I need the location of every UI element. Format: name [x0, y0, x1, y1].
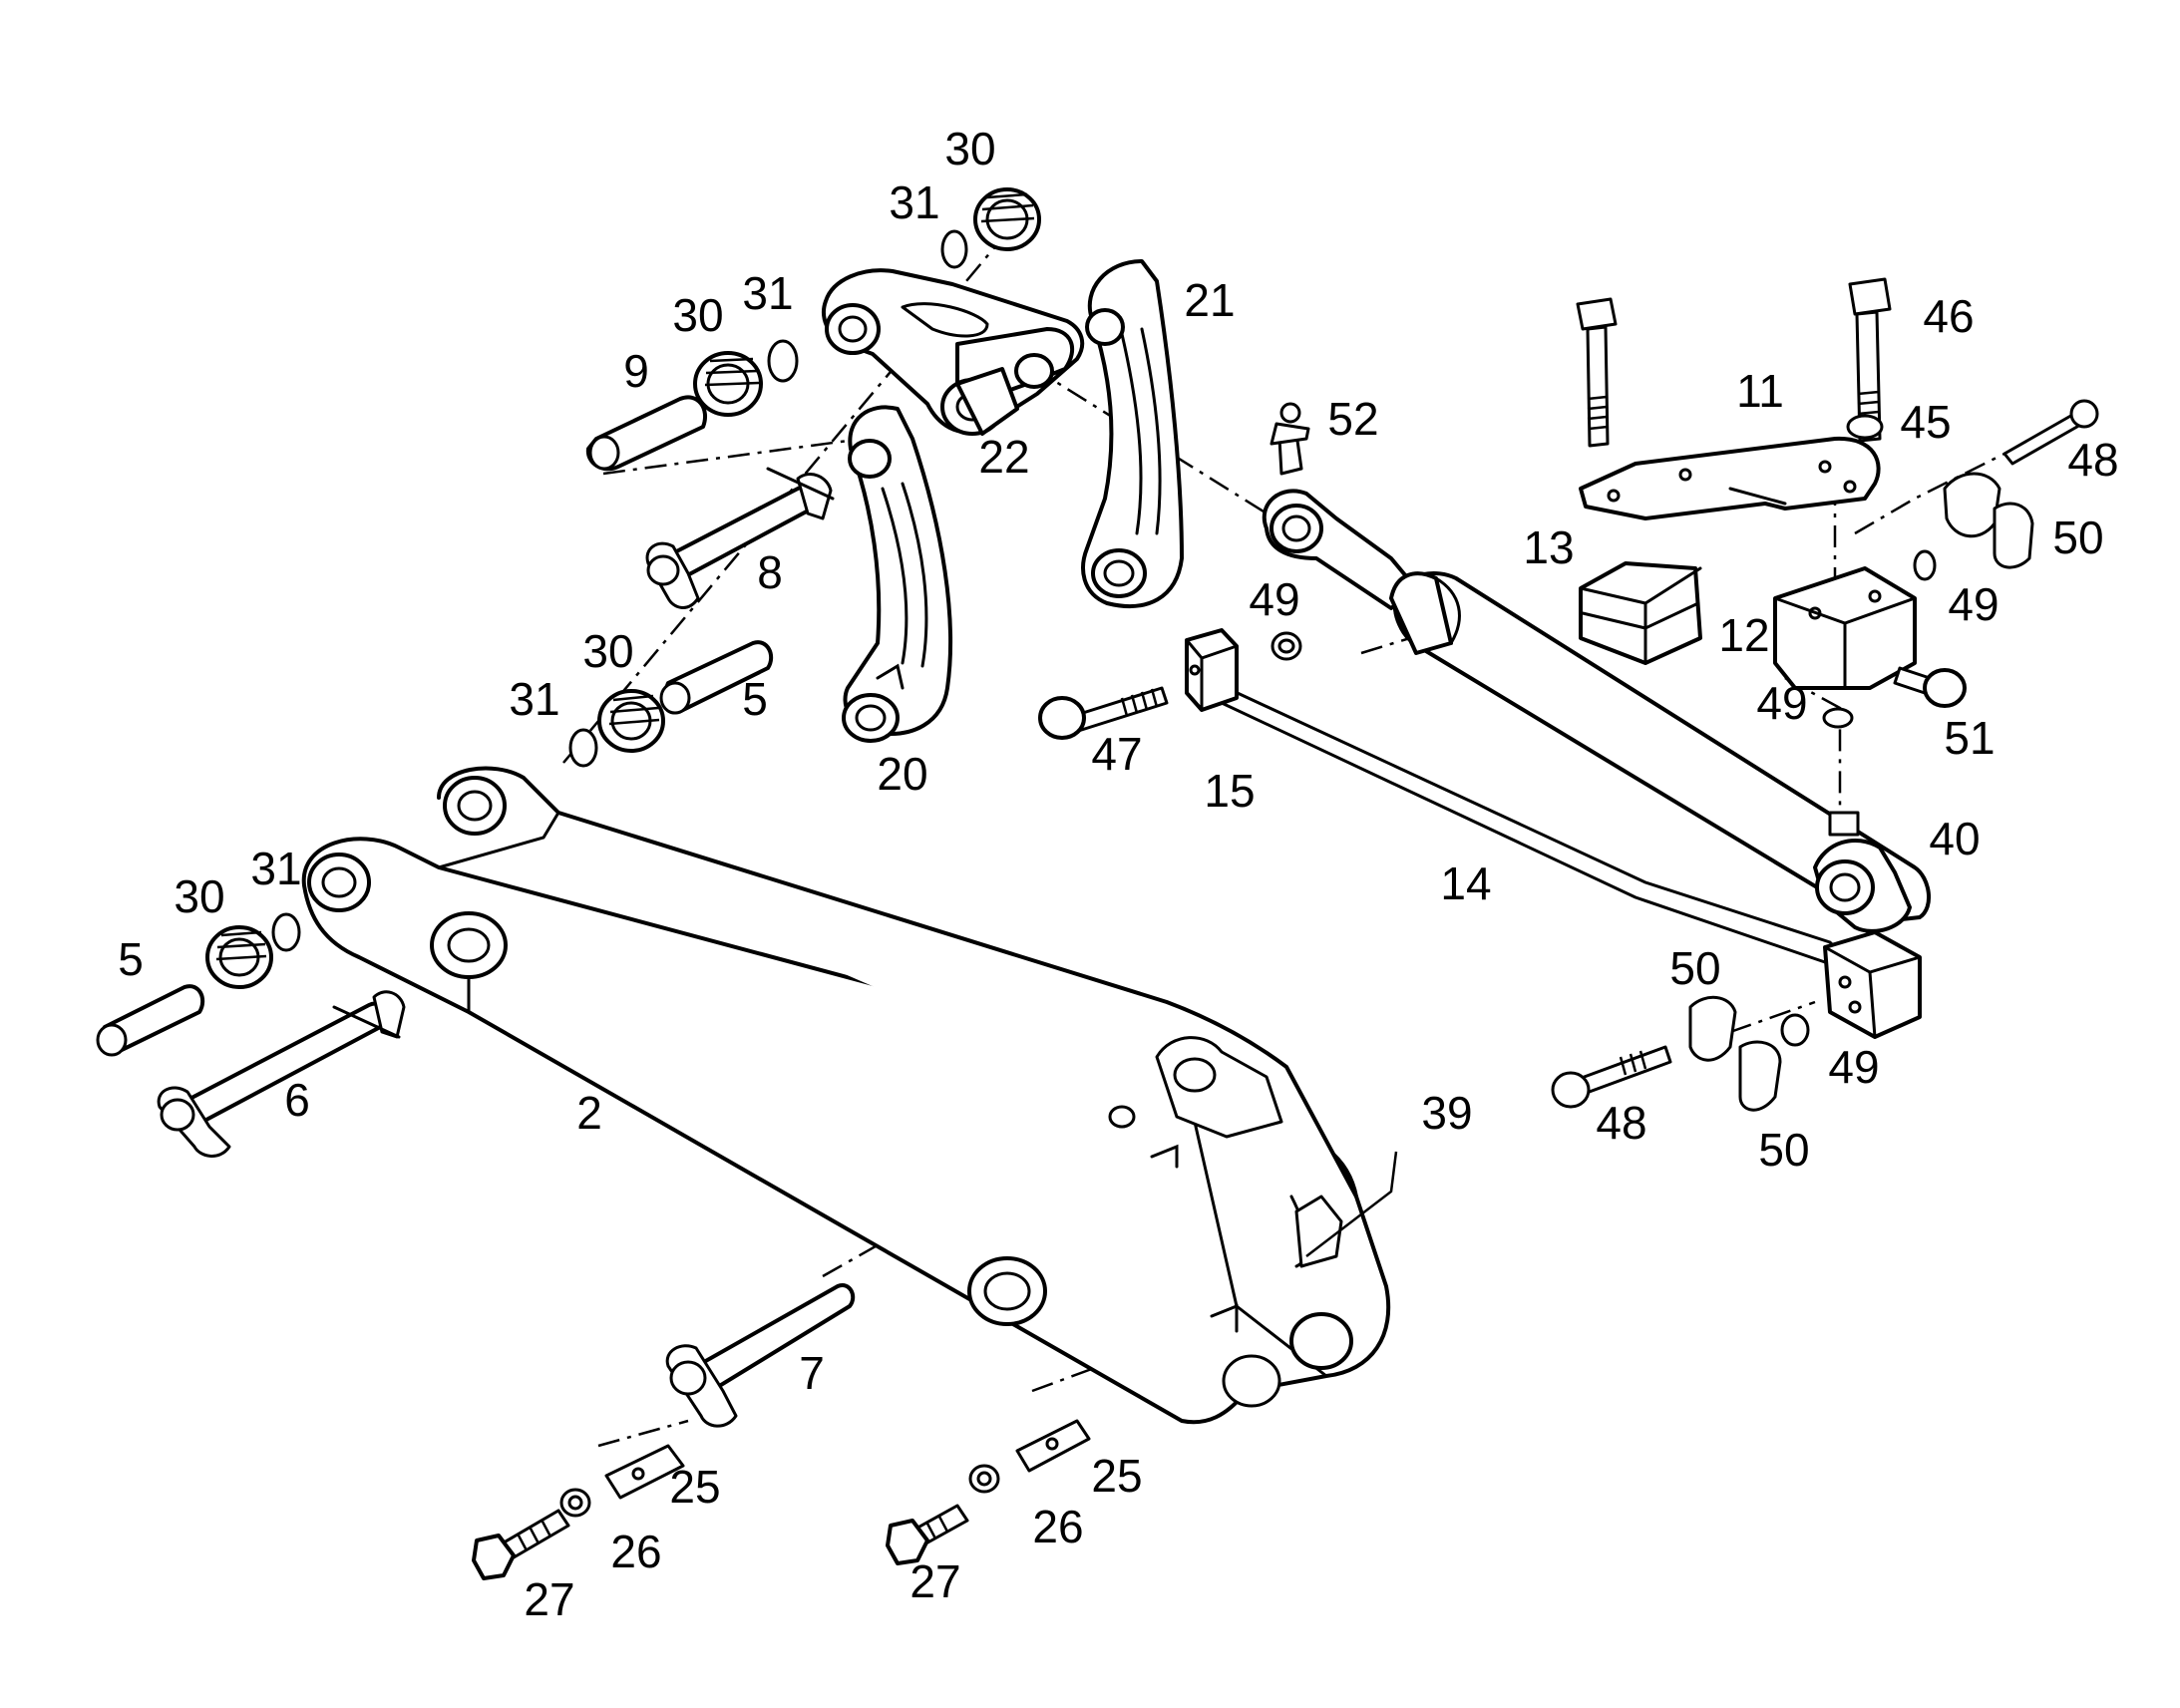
callout-27-left: 27: [524, 1573, 574, 1625]
callout-49-a: 49: [1249, 573, 1299, 625]
callout-31-low: 31: [509, 673, 559, 725]
callout-31-mid: 31: [742, 267, 793, 319]
callout-26-right: 26: [1032, 1501, 1083, 1552]
callout-13: 13: [1523, 521, 1574, 573]
callout-50-low: 50: [1758, 1124, 1809, 1176]
callout-6: 6: [284, 1074, 310, 1126]
callout-31-top: 31: [889, 176, 939, 228]
callout-30-top: 30: [944, 123, 995, 174]
callout-7: 7: [799, 1347, 825, 1399]
callout-26-left: 26: [610, 1526, 661, 1577]
callout-49-c: 49: [1756, 677, 1807, 729]
callout-50-mid: 50: [1669, 942, 1720, 994]
stabilizer-rod: [1185, 628, 1922, 1039]
callout-40: 40: [1929, 813, 1980, 864]
hydraulic-cylinder: [1262, 489, 1932, 933]
bolts: [472, 277, 2099, 1580]
callout-2: 2: [576, 1087, 602, 1139]
callout-12: 12: [1718, 609, 1769, 661]
mounting-bracket: [1579, 436, 1917, 690]
callout-14: 14: [1440, 857, 1491, 909]
callout-15: 15: [1204, 765, 1255, 817]
callout-48-top: 48: [2067, 434, 2118, 486]
callout-49-b: 49: [1948, 578, 1998, 630]
callout-21: 21: [1184, 274, 1235, 326]
callout-52: 52: [1327, 393, 1378, 445]
washers-and-caps: [559, 472, 2034, 1518]
grease-nipple: [1270, 402, 1310, 476]
callout-31-left: 31: [250, 843, 301, 894]
callout-25-left: 25: [669, 1461, 720, 1513]
callout-50-top: 50: [2052, 512, 2103, 563]
callout-11: 11: [1736, 365, 1784, 417]
callout-8: 8: [757, 546, 783, 598]
callout-5-left: 5: [118, 933, 144, 985]
callout-49-d: 49: [1828, 1041, 1879, 1093]
callout-30-low: 30: [582, 625, 633, 677]
callout-9: 9: [623, 345, 649, 397]
callout-30-mid: 30: [672, 289, 723, 341]
callout-45: 45: [1900, 396, 1951, 448]
callout-51: 51: [1944, 712, 1995, 764]
callout-46: 46: [1923, 290, 1974, 342]
callout-5-low: 5: [742, 673, 768, 725]
callout-30-left: 30: [174, 870, 224, 922]
callout-20: 20: [877, 748, 927, 800]
link-arm-20: [842, 405, 953, 743]
callout-25-right: 25: [1091, 1450, 1142, 1502]
upper-link: [822, 268, 1085, 436]
callout-39: 39: [1421, 1087, 1472, 1139]
link-arm-21: [1081, 259, 1184, 608]
lift-arm: [301, 766, 1391, 1425]
pins-and-bushings: [96, 187, 1041, 1428]
leader-lines: [1305, 1151, 1398, 1257]
callout-47: 47: [1091, 728, 1142, 780]
callout-22: 22: [978, 431, 1029, 483]
callout-48-low: 48: [1596, 1097, 1646, 1149]
callout-27-right: 27: [909, 1555, 960, 1607]
